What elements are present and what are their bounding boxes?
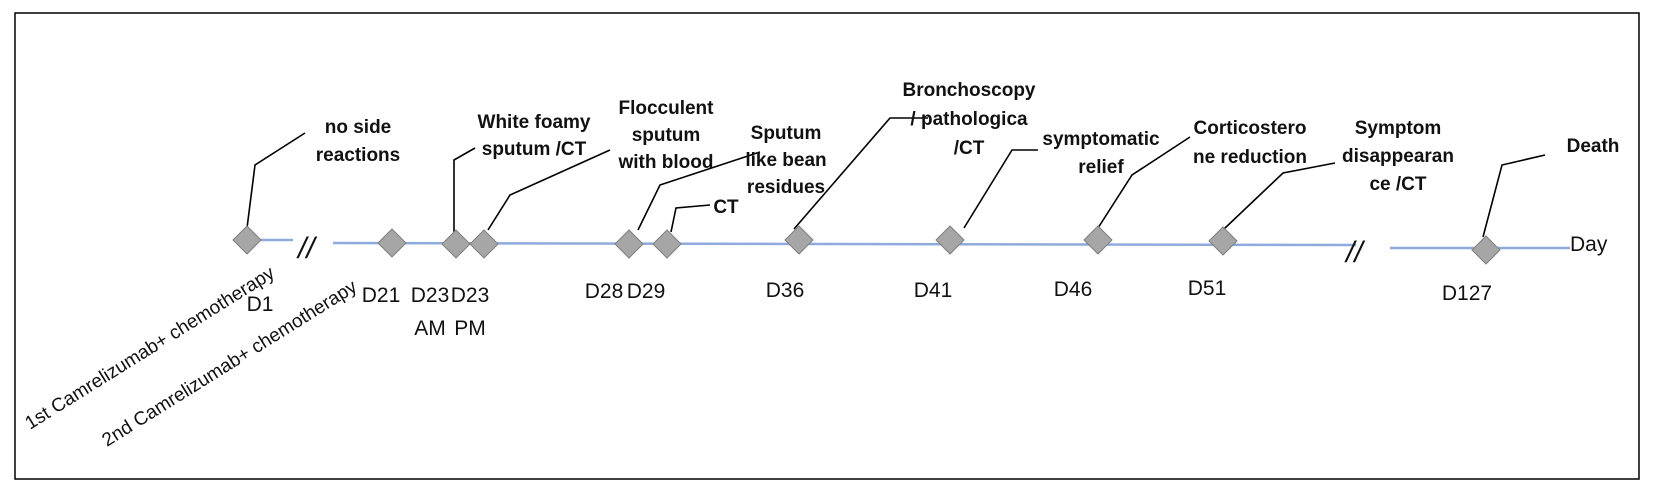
event-text-d29: CT <box>713 197 739 218</box>
leader-line-d46 <box>1097 136 1191 229</box>
marker-d127 <box>1471 235 1501 265</box>
frame <box>14 12 1640 480</box>
day-label-d46: D46 <box>1054 278 1093 301</box>
event-text-d23pm: with blood <box>618 152 714 173</box>
event-text-d23am: White foamy <box>478 112 591 133</box>
leader-line-d51 <box>1223 162 1336 230</box>
event-text-d36: Bronchoscopy <box>902 80 1035 101</box>
day-label-d23am: D23 <box>411 284 450 307</box>
event-text-d1: reactions <box>316 145 400 166</box>
leader-line-d23pm <box>487 149 611 231</box>
leader-line-d23am <box>453 147 476 232</box>
timeline-segment <box>332 241 1357 247</box>
event-text-d51: disappearan <box>1342 146 1454 167</box>
marker-d1 <box>232 225 262 255</box>
leader-line-d1 <box>246 132 306 229</box>
event-text-d46: Corticostero <box>1194 118 1307 139</box>
leader-line-d29 <box>670 204 711 233</box>
marker-d28 <box>614 229 644 259</box>
axis-label: Day <box>1570 233 1608 256</box>
day-label-d23pm: D23 <box>451 284 490 307</box>
leader-line-d36 <box>793 117 928 230</box>
marker-d41 <box>935 225 965 255</box>
event-text-d36: /CT <box>954 138 985 159</box>
break-marker-1: // <box>296 232 317 265</box>
event-text-d127: Death <box>1567 136 1620 157</box>
event-text-d46: ne reduction <box>1193 147 1307 168</box>
event-text-d28: Sputum <box>751 123 822 144</box>
day-label-d29: D29 <box>627 280 666 303</box>
event-text-d51: Symptom <box>1355 118 1442 139</box>
day-label-d28: D28 <box>585 280 624 303</box>
event-text-d23pm: sputum <box>632 125 701 146</box>
day-label-d21: D21 <box>362 284 401 307</box>
leader-lines <box>246 117 1546 238</box>
event-text-d1: no side <box>325 117 392 138</box>
event-text-d41: relief <box>1078 157 1124 178</box>
marker-d29 <box>652 229 682 259</box>
marker-d51 <box>1208 226 1238 256</box>
event-text-d41: symptomatic <box>1042 129 1160 150</box>
event-text-d51: ce /CT <box>1369 174 1426 195</box>
marker-d21 <box>377 228 407 258</box>
break-marker-2: // <box>1344 236 1365 269</box>
marker-d46 <box>1083 225 1113 255</box>
day-label-d36: D36 <box>766 279 805 302</box>
day-sublabel-d23am: AM <box>414 317 446 340</box>
leader-line-d127 <box>1482 154 1546 238</box>
day-label-d1: D1 <box>247 293 274 316</box>
leader-line-d41 <box>963 149 1038 229</box>
event-annotations: no side reactions White foamy sputum /CT Flo… <box>316 80 1620 218</box>
marker-d36 <box>784 225 814 255</box>
event-text-d23pm: Flocculent <box>618 98 714 119</box>
day-sublabel-d23pm: PM <box>454 317 486 340</box>
leader-line-d28 <box>637 151 761 231</box>
event-text-d23am: sputum /CT <box>482 139 587 160</box>
day-label-d41: D41 <box>914 279 953 302</box>
day-label-d51: D51 <box>1188 277 1227 300</box>
marker-d23am <box>441 229 471 259</box>
marker-d23pm <box>469 229 499 259</box>
event-text-d36: / pathologica <box>910 109 1028 130</box>
event-text-d28: like bean <box>745 150 826 171</box>
event-text-d28: residues <box>747 177 825 198</box>
day-label-d127: D127 <box>1442 282 1492 305</box>
markers <box>232 225 1501 265</box>
